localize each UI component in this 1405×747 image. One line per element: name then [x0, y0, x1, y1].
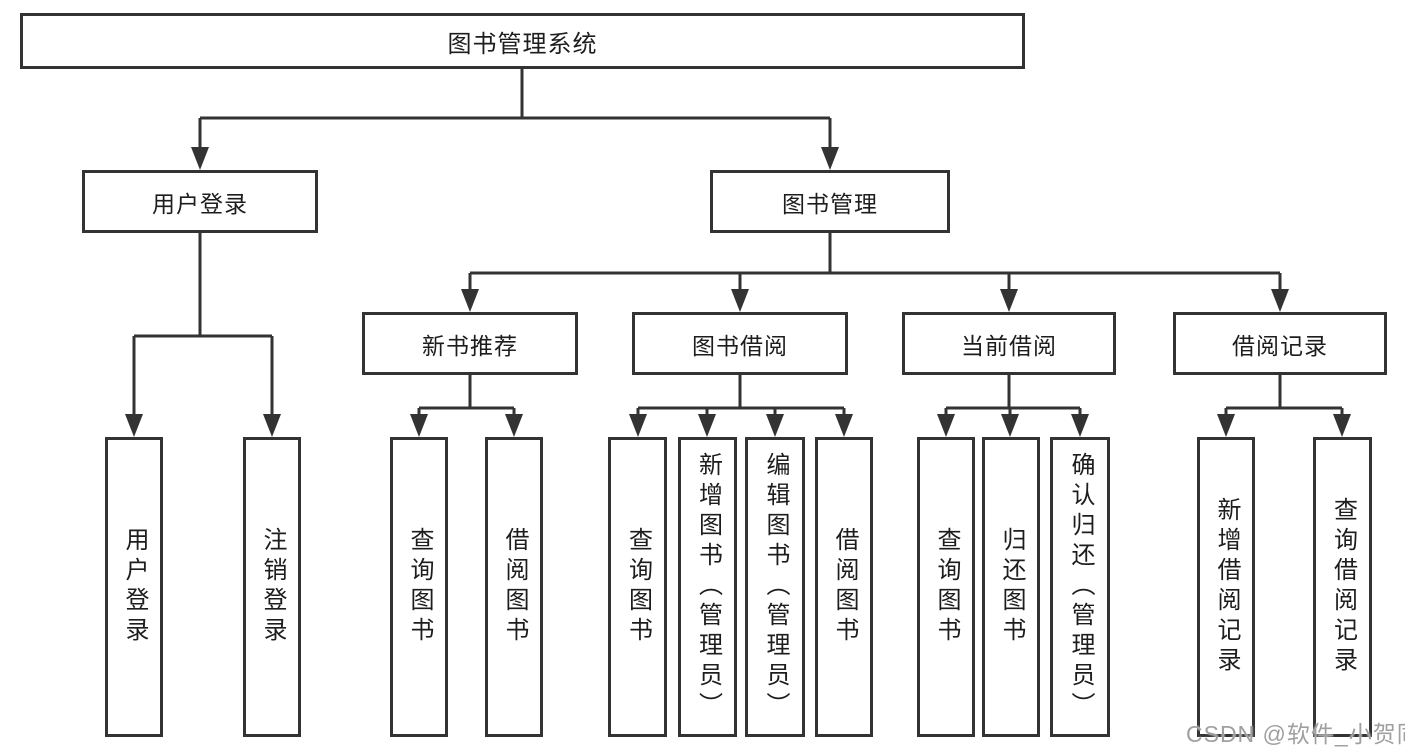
leaf-cb-confirm-return-label: 确认归还（管理员） — [1067, 452, 1094, 722]
node-borrow-records-label: 借阅记录 — [1232, 332, 1328, 359]
leaf-cb-query-book: 查询图书 — [917, 437, 975, 737]
leaf-cb-return-book: 归还图书 — [982, 437, 1040, 737]
leaf-bb-add-book: 新增图书（管理员） — [678, 437, 737, 737]
node-user-login: 用户登录 — [82, 170, 318, 233]
leaf-nb-query-book: 查询图书 — [390, 437, 448, 737]
leaf-user-login-label: 用户登录 — [121, 527, 148, 647]
leaf-cb-return-book-label: 归还图书 — [998, 527, 1025, 647]
leaf-bb-borrow-book-label: 借阅图书 — [831, 527, 858, 647]
leaf-user-login: 用户登录 — [105, 437, 163, 737]
node-book-borrow-label: 图书借阅 — [692, 332, 788, 359]
leaf-bb-edit-book-label: 编辑图书（管理员） — [762, 452, 789, 722]
node-book-management-label: 图书管理 — [782, 190, 878, 217]
leaf-nb-query-book-label: 查询图书 — [406, 527, 433, 647]
leaf-bb-query-book: 查询图书 — [608, 437, 667, 737]
leaf-bb-query-book-label: 查询图书 — [624, 527, 652, 647]
leaf-br-query-record-label: 查询借阅记录 — [1329, 497, 1357, 677]
leaf-br-add-record: 新增借阅记录 — [1197, 437, 1255, 737]
node-borrow-records: 借阅记录 — [1173, 312, 1387, 375]
leaf-bb-add-book-label: 新增图书（管理员） — [694, 452, 722, 722]
leaf-br-query-record: 查询借阅记录 — [1313, 437, 1372, 737]
node-new-book-recommend-label: 新书推荐 — [422, 332, 518, 359]
leaf-nb-borrow-book: 借阅图书 — [485, 437, 543, 737]
node-new-book-recommend: 新书推荐 — [362, 312, 578, 375]
node-book-management: 图书管理 — [710, 170, 950, 233]
leaf-bb-edit-book: 编辑图书（管理员） — [745, 437, 805, 737]
leaf-logout: 注销登录 — [243, 437, 301, 737]
leaf-br-add-record-label: 新增借阅记录 — [1213, 497, 1240, 677]
node-user-login-label: 用户登录 — [152, 190, 248, 217]
node-current-borrow: 当前借阅 — [902, 312, 1116, 375]
leaf-logout-label: 注销登录 — [259, 527, 286, 647]
leaf-cb-query-book-label: 查询图书 — [933, 527, 960, 647]
node-root-label: 图书管理系统 — [447, 30, 598, 58]
node-current-borrow-label: 当前借阅 — [961, 332, 1057, 359]
node-root: 图书管理系统 — [20, 13, 1025, 69]
node-book-borrow: 图书借阅 — [632, 312, 848, 375]
csdn-watermark: CSDN @软件_小贺同学 — [1186, 721, 1405, 747]
leaf-bb-borrow-book: 借阅图书 — [815, 437, 873, 737]
leaf-nb-borrow-book-label: 借阅图书 — [501, 527, 528, 647]
leaf-cb-confirm-return: 确认归还（管理员） — [1050, 437, 1110, 737]
